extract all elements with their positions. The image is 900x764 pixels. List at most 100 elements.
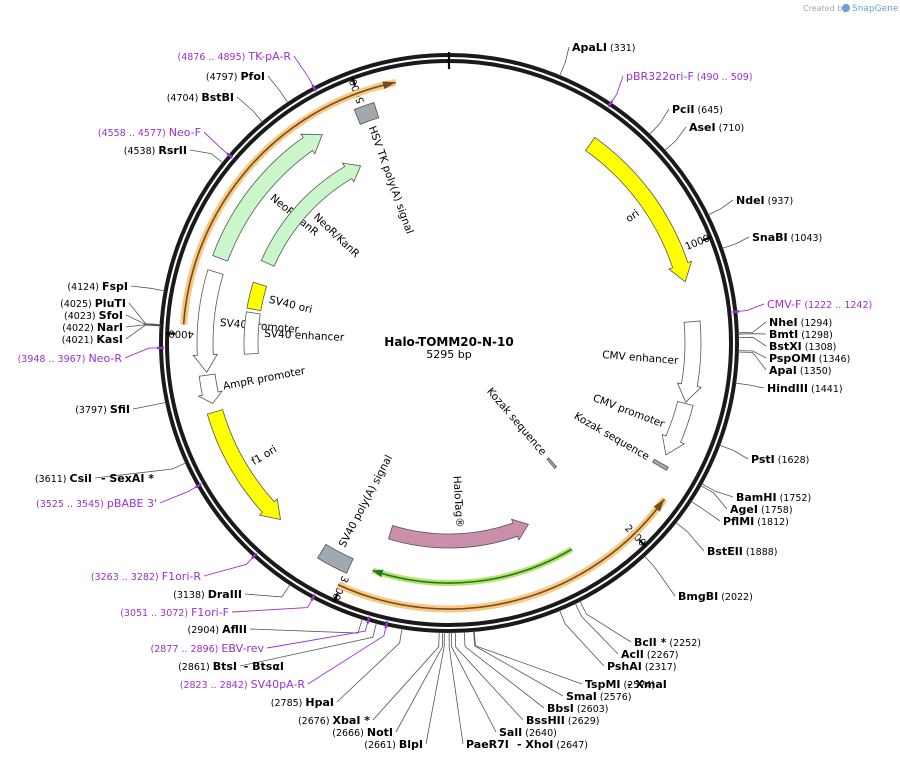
- enzyme-site[interactable]: SmaI (2576): [473, 630, 632, 703]
- enzyme-site[interactable]: PstI (1628): [719, 444, 809, 466]
- enzyme-site[interactable]: PshAI (2317): [559, 609, 676, 673]
- primer-site[interactable]: (3948 .. 3967) Neo-R: [18, 346, 165, 365]
- enzyme-site[interactable]: (4124) FspI: [67, 280, 165, 293]
- enzyme-site[interactable]: AseI (710): [664, 121, 745, 151]
- enzyme-label: BmtI (1298): [769, 328, 833, 341]
- enzyme-site[interactable]: SnaBI (1043): [721, 231, 823, 249]
- enzyme-site[interactable]: ApaI (1350): [737, 351, 832, 377]
- enzyme-label: (4025) PluTI: [60, 297, 126, 310]
- enzyme-leader: [189, 149, 224, 164]
- primer-site[interactable]: CMV-F (1222 .. 1242): [732, 298, 872, 314]
- enzyme-site[interactable]: - BtsαI: [244, 660, 284, 673]
- enzyme-label: TspMI (2574): [585, 678, 655, 691]
- enzyme-site[interactable]: (4025) PluTI: [60, 297, 161, 325]
- enzyme-site[interactable]: (4538) RsrII: [124, 144, 224, 164]
- feature-ampr-promoter[interactable]: AmpR promoter: [197, 365, 307, 405]
- enzyme-site[interactable]: BmgBI (2022): [644, 555, 753, 603]
- primer-label: (3051 .. 3072) F1ori-F: [120, 606, 229, 619]
- feature-ori[interactable]: ori: [584, 136, 693, 283]
- primer-site[interactable]: (3263 .. 3282) F1ori-R: [91, 552, 258, 583]
- enzyme-site[interactable]: BstXI (1308): [737, 336, 836, 353]
- feature-sv40-enhancer[interactable]: SV40 enhancer: [243, 311, 345, 355]
- feature-hsv-tk-poly-a-signal[interactable]: HSV TK poly(A) signal: [353, 101, 415, 236]
- enzyme-site[interactable]: (4023) SfoI: [64, 309, 161, 326]
- enzyme-site[interactable]: PaeR7I: [448, 631, 509, 751]
- enzyme-site[interactable]: TspMI (2574): [473, 630, 655, 691]
- enzyme-site[interactable]: (2676) XbaI *: [298, 631, 440, 727]
- primer-leader: [203, 558, 253, 577]
- enzyme-site[interactable]: (2666) NotI: [332, 631, 444, 739]
- enzyme-site[interactable]: BamHI (1752): [701, 483, 811, 504]
- enzyme-position: (2022): [718, 592, 753, 603]
- enzyme-position: (331): [607, 43, 636, 54]
- enzyme-position: (937): [765, 196, 794, 207]
- enzyme-site[interactable]: AclI (2267): [574, 602, 679, 661]
- enzyme-position: (1043): [788, 233, 823, 244]
- feature-kozak-sequence[interactable]: Kozak sequence: [484, 386, 558, 469]
- feature-cmv-enhancer[interactable]: CMV enhancer: [602, 320, 702, 403]
- enzyme-site[interactable]: BclI * (2252): [579, 600, 701, 649]
- primer-site[interactable]: (3525 .. 3545) pBABE 3': [36, 482, 202, 510]
- enzyme-site[interactable]: ApaLI (331): [559, 41, 636, 77]
- enzyme-site[interactable]: (2861) BtsI: [178, 622, 377, 673]
- enzyme-site[interactable]: BmtI (1298): [737, 328, 833, 341]
- enzyme-leader: [737, 351, 767, 371]
- primer-site[interactable]: (2877 .. 2896) EBV-rev: [151, 616, 371, 655]
- feature-sv40-poly-a-signal[interactable]: SV40 poly(A) signal: [316, 453, 396, 574]
- enzyme-site[interactable]: (2785) HpaI: [271, 628, 403, 709]
- enzyme-leader: [735, 382, 765, 389]
- enzyme-site[interactable]: NdeI (937): [707, 194, 794, 216]
- feature-sv40-ori[interactable]: SV40 ori: [246, 281, 314, 316]
- enzyme-site[interactable]: (2661) BlpI: [364, 631, 445, 751]
- primer-site[interactable]: pBR322ori-F (490 .. 509): [607, 70, 753, 108]
- enzyme-label: (3611) CsiI: [35, 472, 92, 485]
- enzyme-label: PciI (645): [672, 103, 723, 116]
- enzyme-site[interactable]: SalI (2640): [451, 631, 557, 739]
- primer-site[interactable]: (3051 .. 3072) F1ori-F: [120, 593, 316, 619]
- enzyme-leader: [336, 628, 403, 703]
- enzyme-site[interactable]: (4704) BstBI: [167, 91, 263, 123]
- enzyme-site[interactable]: - XhoI (2647): [517, 738, 588, 751]
- enzyme-site[interactable]: (2904) AflII: [188, 618, 363, 636]
- enzyme-site[interactable]: PflMI (1812): [690, 500, 789, 528]
- enzyme-site[interactable]: PciI (645): [648, 103, 723, 135]
- enzyme-name: AseI: [689, 121, 716, 134]
- enzyme-position: (4797): [206, 72, 241, 83]
- enzyme-label: (4704) BstBI: [167, 91, 234, 104]
- enzyme-position: (1758): [758, 505, 793, 516]
- primer-site[interactable]: (2823 .. 2842) SV40pA-R: [180, 620, 389, 691]
- primer-site[interactable]: (4558 .. 4577) Neo-F: [98, 126, 234, 159]
- enzyme-leader: [690, 500, 721, 522]
- enzyme-name: BtsI: [213, 660, 237, 673]
- enzyme-site[interactable]: HindIII (1441): [735, 382, 843, 395]
- enzyme-label: ApaI (1350): [769, 364, 832, 377]
- primer-label: (2823 .. 2842) SV40pA-R: [180, 678, 306, 691]
- enzyme-name: PstI: [751, 453, 775, 466]
- enzyme-site[interactable]: PspOMI (1346): [737, 350, 850, 365]
- enzyme-site[interactable]: (3138) DraIII: [173, 584, 291, 601]
- enzyme-site[interactable]: (4022) NarI: [62, 321, 161, 334]
- enzyme-site[interactable]: BssHII (2629): [454, 631, 600, 727]
- credit-badge[interactable]: Created by SnapGene: [803, 4, 899, 14]
- enzyme-site[interactable]: BstEII (1888): [675, 522, 778, 558]
- primer-label: (3948 .. 3967) Neo-R: [18, 352, 123, 365]
- enzyme-position: (3138): [173, 590, 208, 601]
- enzyme-leader: [448, 631, 464, 745]
- enzyme-name: PflMI: [723, 515, 754, 528]
- feature-cmv-promoter[interactable]: CMV promoter: [591, 392, 694, 456]
- feature-halotag[interactable]: HaloTag®: [387, 475, 529, 549]
- enzyme-site[interactable]: - SexAI *: [101, 472, 154, 485]
- primer-leader: [159, 487, 196, 504]
- enzyme-position: (2629): [565, 716, 600, 727]
- enzyme-name: SfoI: [99, 309, 123, 322]
- enzyme-site[interactable]: NheI (1294): [737, 316, 832, 334]
- enzyme-site[interactable]: (3797) SfiI: [75, 401, 167, 416]
- feature-shape: [316, 543, 354, 574]
- plasmid-length: 5295 bp: [426, 348, 471, 361]
- enzyme-site[interactable]: AgeI (1758): [700, 485, 793, 516]
- primer-site[interactable]: (4876 .. 4895) TK-pA-R: [178, 50, 317, 92]
- enzyme-site[interactable]: - XmaI: [627, 678, 667, 691]
- enzyme-site[interactable]: BbsI (2603): [463, 631, 609, 715]
- enzyme-site[interactable]: (4797) PfoI: [206, 70, 289, 104]
- enzyme-site[interactable]: (3611) CsiI: [35, 462, 187, 485]
